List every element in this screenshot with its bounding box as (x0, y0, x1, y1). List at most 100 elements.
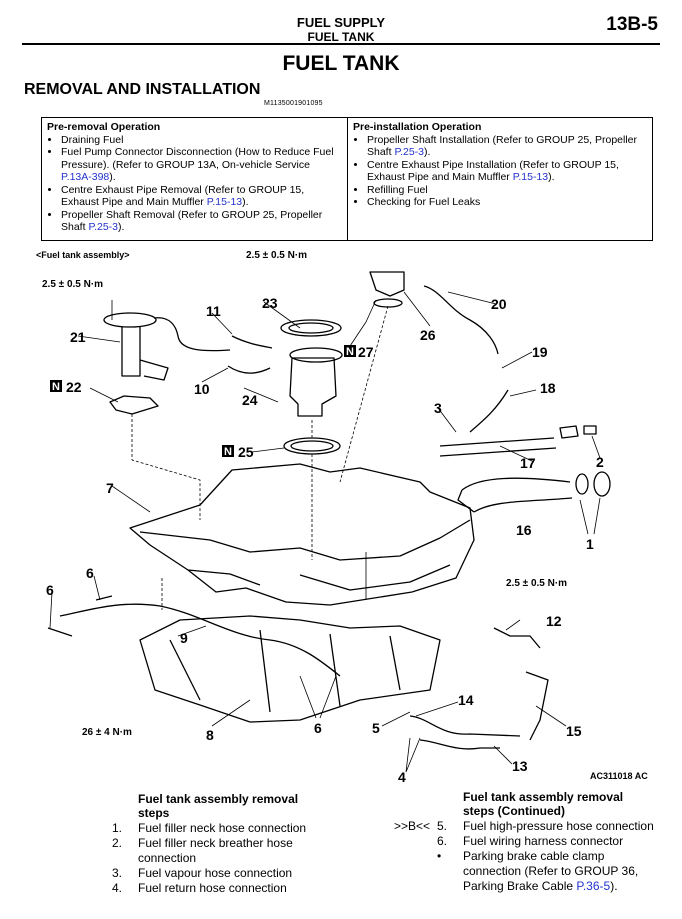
item-text-end: ). (610, 879, 618, 893)
header-subsection: FUEL TANK (307, 30, 375, 44)
ring-27 (373, 298, 403, 308)
svg-text:N: N (224, 446, 232, 458)
callout-14: 14 (458, 692, 474, 708)
item-text-end: ). (109, 171, 116, 183)
section-title: REMOVAL AND INSTALLATION (24, 81, 261, 98)
new-part-marker: N (50, 380, 62, 393)
step-number: 3. (112, 866, 123, 880)
step-text: Fuel filler neck breather hose connectio… (138, 836, 293, 865)
figure-code: AC311018 AC (590, 771, 648, 781)
step-text: Fuel filler neck hose connection (138, 821, 307, 835)
callout-17: 17 (520, 455, 536, 471)
callout-4: 4 (398, 769, 406, 785)
list-item: Centre Exhaust Pipe Removal (Refer to GR… (61, 184, 342, 209)
cap-26 (369, 271, 405, 297)
gasket-23 (280, 319, 342, 337)
callout-2: 2 (596, 454, 604, 470)
callout-7: 7 (106, 480, 114, 496)
item-text: Refilling Fuel (367, 183, 428, 196)
pump-flange (289, 347, 343, 363)
clamp-1b (593, 471, 611, 497)
list-item: Draining Fuel (61, 134, 342, 147)
gasket-23-inner (288, 322, 334, 334)
pump-hose-11 (231, 335, 273, 349)
tank-lower-edge (187, 564, 451, 591)
step-bullet: • (437, 849, 442, 863)
hose-20 (423, 285, 499, 355)
pipe-14 (409, 715, 521, 737)
page-link[interactable]: P.25-3 (88, 221, 119, 233)
alignment-lines (131, 305, 389, 610)
callout-22: 22 (66, 379, 82, 395)
list-item: 1. Fuel filler neck hose connection (112, 821, 332, 836)
step-text: Fuel vapour hose connection (138, 866, 293, 880)
callout-15: 15 (566, 723, 582, 739)
list-item: 3. Fuel vapour hose connection (112, 866, 332, 881)
new-part-marker: N (344, 345, 356, 358)
item-text-end: ). (242, 196, 249, 208)
callout-26: 26 (420, 327, 436, 343)
callout-10: 10 (194, 381, 210, 397)
step-marker: >>B<< (394, 819, 431, 833)
operations-table: Pre-removal Operation Draining Fuel Fuel… (41, 117, 653, 241)
tank-protector (139, 615, 441, 723)
callout-1: 1 (586, 536, 594, 552)
callout-20: 20 (491, 296, 507, 312)
hose-16-end (457, 489, 475, 513)
pre-installation-list: Propeller Shaft Installation (Refer to G… (353, 134, 647, 209)
page-link[interactable]: P.36-5 (576, 879, 611, 893)
page-link[interactable]: P.15-13 (512, 171, 549, 183)
page-title: FUEL TANK (282, 52, 400, 75)
fuel-tank-exploded-diagram: 2.5 ± 0.5 N·m 2.5 ± 0.5 N·m 2.5 ± 0.5 N·… (36, 250, 648, 785)
callout-9: 9 (180, 630, 188, 646)
item-text: Draining Fuel (61, 133, 124, 146)
torque-label: 2.5 ± 0.5 N·m (246, 250, 307, 261)
sender-unit (121, 326, 169, 381)
removal-steps-list: 1.Fuel filler neck hose connection 2.Fue… (112, 821, 332, 896)
callout-21: 21 (70, 329, 86, 345)
callout-8: 8 (206, 727, 214, 743)
callout-3: 3 (434, 400, 442, 416)
item-text-end: ). (424, 146, 431, 158)
pre-removal-heading: Pre-removal Operation (47, 121, 161, 133)
svg-text:N: N (52, 381, 60, 393)
callout-5: 5 (372, 720, 380, 736)
page-link[interactable]: P.25-3 (394, 146, 425, 158)
assembly-caption: <Fuel tank assembly> (36, 250, 130, 260)
clamp-1 (575, 473, 589, 495)
page-link[interactable]: P.13A-398 (61, 171, 110, 183)
callout-6: 6 (314, 720, 322, 736)
removal-steps-cont-list: 5.Fuel high-pressure hose connection 6.F… (437, 819, 659, 894)
leader-lines (49, 291, 601, 773)
step-number: 4. (112, 881, 123, 895)
page-link[interactable]: P.15-13 (206, 196, 243, 208)
list-item: Propeller Shaft Removal (Refer to GROUP … (61, 209, 342, 234)
callout-13: 13 (512, 758, 528, 774)
pre-removal-list: Draining Fuel Fuel Pump Connector Discon… (47, 134, 342, 234)
list-item: • Parking brake cable clamp connection (R… (437, 849, 659, 894)
callout-18: 18 (540, 380, 556, 396)
item-text-end: ). (118, 221, 125, 233)
item-text: Parking brake cable clamp connection (Re… (463, 849, 639, 893)
step-text: Fuel high-pressure hose connection (463, 819, 654, 833)
torque-label: 2.5 ± 0.5 N·m (506, 578, 567, 589)
callout-11: 11 (206, 303, 221, 319)
document-code: M1135001901095 (264, 100, 323, 107)
step-number: 6. (437, 834, 448, 848)
step-text: Fuel return hose connection (138, 881, 287, 895)
pipe-13 (419, 739, 500, 750)
callout-27: 27 (358, 344, 374, 360)
gasket-25-inner (290, 440, 334, 452)
pump-hose-10 (227, 365, 271, 374)
list-item: Centre Exhaust Pipe Installation (Refer … (367, 159, 647, 184)
list-item: Checking for Fuel Leaks (367, 196, 647, 209)
item-text: Centre Exhaust Pipe Installation (Refer … (367, 158, 619, 184)
item-text: Propeller Shaft Installation (Refer to G… (367, 133, 638, 159)
page-number: 13B-5 (606, 14, 658, 35)
step-number: 1. (112, 821, 123, 835)
harness-9 (59, 603, 341, 677)
hose-18 (469, 389, 509, 433)
callout-24: 24 (242, 392, 258, 408)
pipe-12 (493, 627, 541, 649)
pre-removal-column: Pre-removal Operation Draining Fuel Fuel… (42, 118, 347, 240)
